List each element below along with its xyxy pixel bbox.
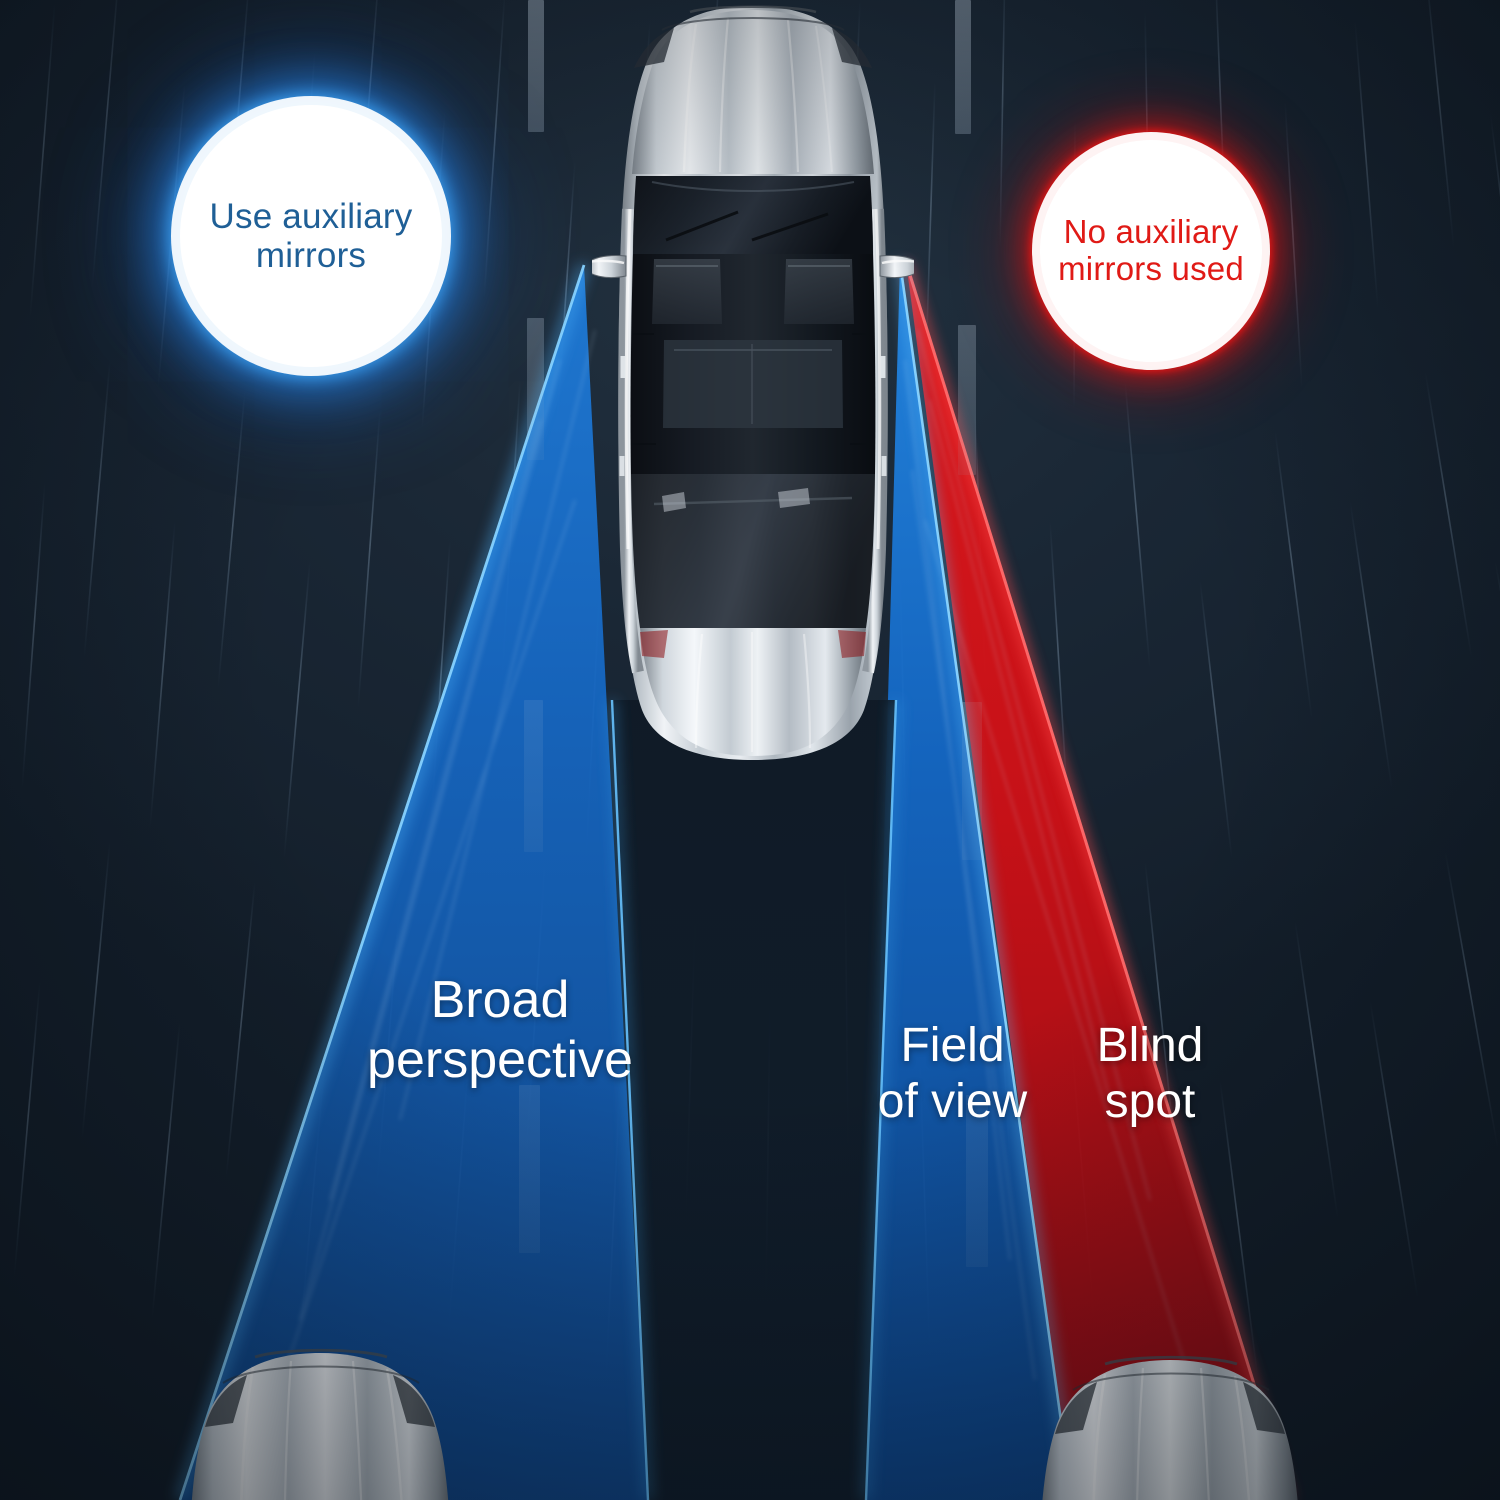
lane-dash bbox=[958, 325, 976, 475]
zone-label-blind-spot: Blind spot bbox=[1096, 1019, 1204, 1128]
lane-dash bbox=[524, 700, 543, 852]
lane-dash bbox=[519, 1085, 540, 1253]
callout-use-auxiliary-mirrors[interactable]: Use auxiliary mirrors bbox=[180, 105, 442, 367]
lane-dash bbox=[528, 0, 544, 132]
callout-no-auxiliary-mirrors[interactable]: No auxiliary mirrors used bbox=[1040, 140, 1262, 362]
lane-dash bbox=[955, 0, 971, 134]
car-windshield bbox=[633, 176, 873, 254]
ego-car bbox=[592, 4, 914, 764]
right-side-mirror bbox=[879, 255, 914, 279]
rear-car-body bbox=[191, 1353, 449, 1500]
rear-car-right bbox=[1005, 1352, 1335, 1500]
lane-dash bbox=[527, 318, 544, 460]
callout-right-text: No auxiliary mirrors used bbox=[1058, 213, 1244, 287]
lane-dash bbox=[962, 702, 982, 860]
left-side-mirror bbox=[592, 255, 627, 279]
zone-label-broad-perspective: Broad perspective bbox=[367, 971, 633, 1090]
callout-left-text: Use auxiliary mirrors bbox=[209, 196, 413, 275]
rear-car-left bbox=[155, 1345, 485, 1500]
zone-label-field-of-view: Field of view bbox=[877, 1019, 1028, 1128]
